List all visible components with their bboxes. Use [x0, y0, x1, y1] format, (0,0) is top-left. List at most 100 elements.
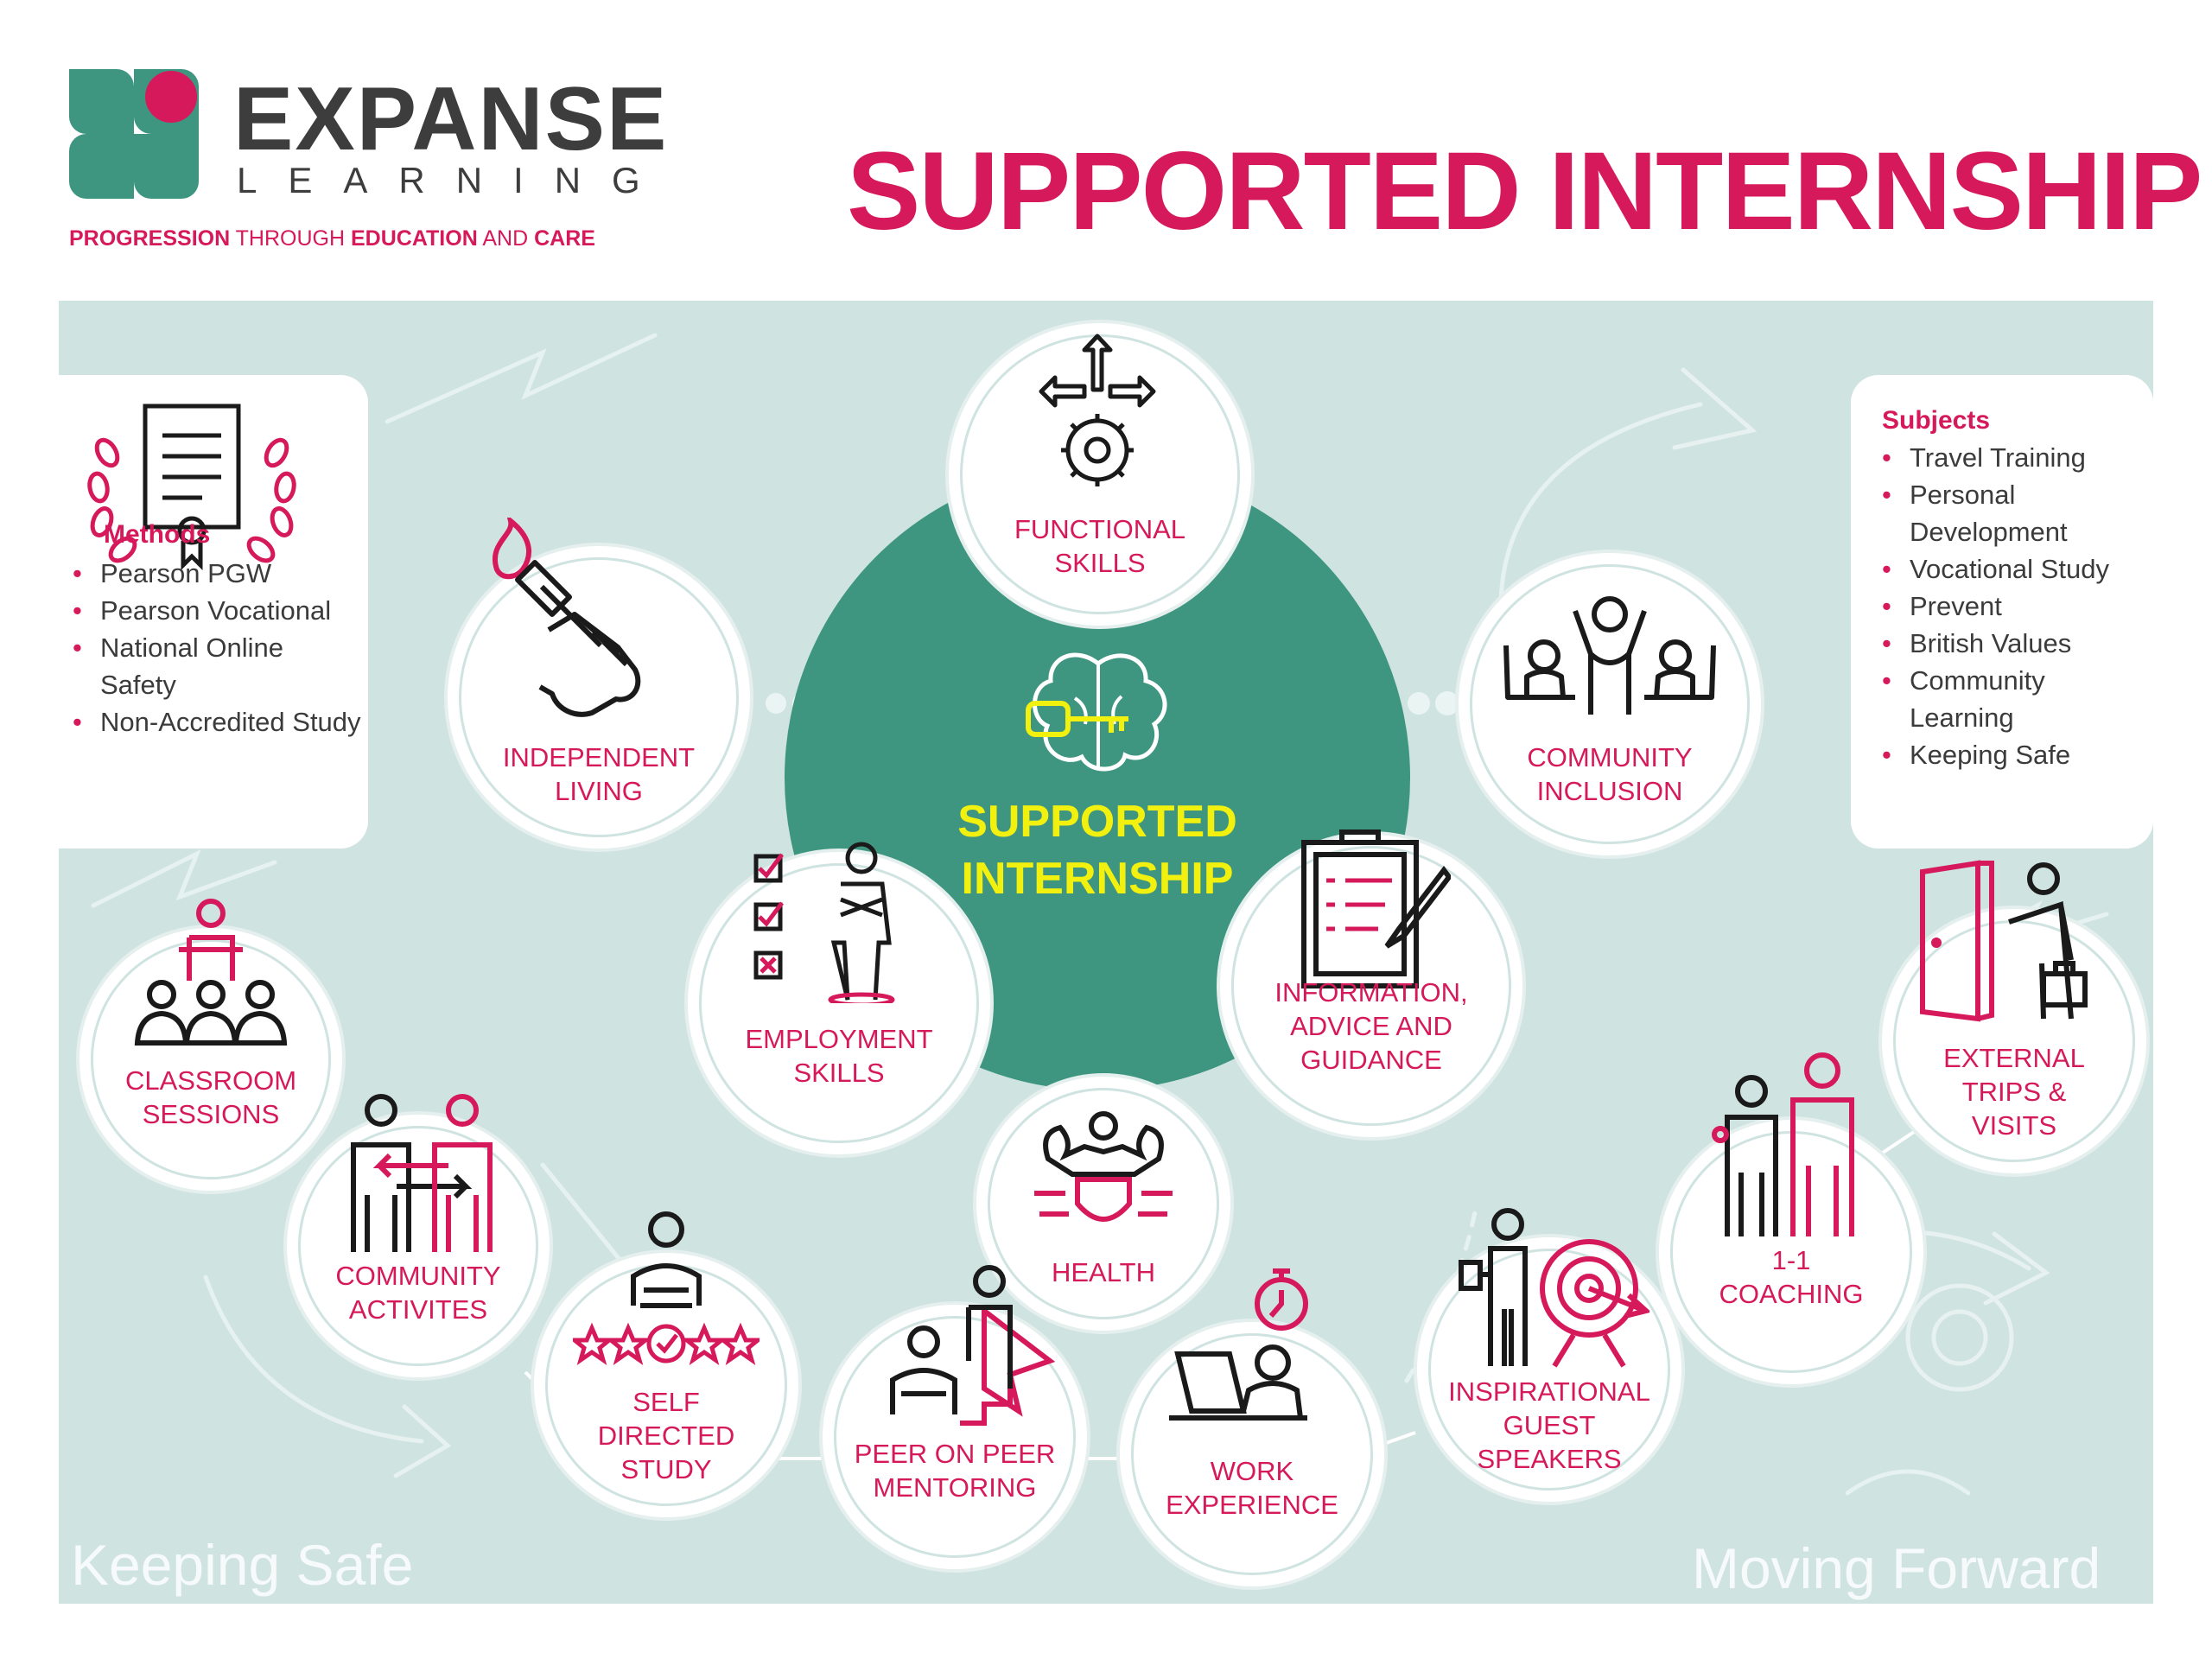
node-peer-mentoring: PEER ON PEER MENTORING [823, 1265, 1087, 1569]
node-label: 1-1 COACHING [1665, 1243, 1917, 1311]
node-label: INSPIRATIONAL GUEST SPEAKERS [1423, 1375, 1675, 1476]
node-label-line: INFORMATION, [1274, 977, 1468, 1007]
presenter-audience-icon [134, 899, 288, 1046]
list-item: Prevent [1878, 588, 2146, 625]
node-coaching: 1-1 COACHING [1659, 1052, 1923, 1384]
list-item: Keeping Safe [1878, 736, 2146, 773]
people-celebrating-icon [1503, 596, 1716, 715]
node-label: EMPLOYMENT SKILLS [694, 1022, 984, 1090]
node-ring [988, 1088, 1219, 1319]
node-ring [91, 939, 331, 1179]
node-label-line: ACTIVITES [348, 1294, 488, 1325]
node-employment-skills: EMPLOYMENT SKILLS [688, 842, 990, 1154]
node-community-inclusion: COMMUNITY INCLUSION [1459, 553, 1761, 855]
list-item: Community Learning [1878, 662, 2146, 736]
speaker-target-icon [1459, 1208, 1649, 1368]
node-label: INDEPENDENT LIVING [454, 741, 744, 808]
node-label-line: FUNCTIONAL [1014, 514, 1186, 544]
hand-torch-icon [493, 518, 641, 717]
tagline-word: EDUCATION [351, 226, 478, 251]
node-inspirational-speakers: INSPIRATIONAL GUEST SPEAKERS [1417, 1208, 1681, 1502]
node-label-line: WORK [1210, 1456, 1294, 1486]
node-work-experience: WORK EXPERIENCE [1120, 1268, 1384, 1586]
node-health: HEALTH [976, 1077, 1230, 1331]
node-label-line: GUIDANCE [1300, 1045, 1442, 1075]
node-label-line: SKILLS [1054, 548, 1146, 578]
move-arrows-gear-icon [1039, 334, 1156, 486]
list-item: National Online Safety [69, 629, 363, 703]
methods-list: Pearson PGW Pearson Vocational National … [69, 555, 363, 741]
node-label: FUNCTIONAL SKILLS [955, 512, 1245, 580]
center-label: SUPPORTED INTERNSHIP [925, 793, 1270, 907]
node-ring [834, 1316, 1076, 1558]
node-label-line: SPEAKERS [1477, 1444, 1622, 1474]
watermark-left: Keeping Safe [71, 1533, 414, 1597]
node-label-line: CLASSROOM [124, 1065, 297, 1096]
brain-key-icon [1026, 652, 1167, 772]
node-ring [1470, 564, 1750, 844]
node-label-line: SKILLS [793, 1058, 885, 1088]
tagline-word: CARE [534, 226, 595, 251]
node-label-line: HEALTH [1051, 1257, 1155, 1287]
subjects-title: Subjects [1882, 406, 1991, 435]
tagline-word: AND [482, 226, 529, 251]
node-label-line: PEER ON PEER [854, 1439, 1056, 1469]
node-functional-skills: FUNCTIONAL SKILLS [949, 323, 1251, 626]
node-label: HEALTH [982, 1255, 1224, 1289]
node-label-line: SESSIONS [142, 1099, 280, 1129]
node-information-advice: INFORMATION, ADVICE AND GUIDANCE [1220, 830, 1522, 1137]
node-label-line: STUDY [620, 1454, 712, 1484]
brand-sub: LEARNING [237, 160, 671, 200]
node-label-line: EMPLOYMENT [745, 1024, 933, 1054]
list-item: Travel Training [1878, 439, 2146, 476]
node-label: INFORMATION, ADVICE AND GUIDANCE [1226, 976, 1516, 1077]
node-classroom-sessions: CLASSROOM SESSIONS [79, 899, 342, 1191]
page-title: SUPPORTED INTERNSHIP [847, 130, 2202, 253]
list-item: Personal Development [1878, 476, 2146, 550]
methods-box: Methods Pearson PGW Pearson Vocational N… [35, 375, 368, 849]
watermark-right: Moving Forward [1692, 1536, 2101, 1600]
center-label-line: SUPPORTED [957, 797, 1237, 847]
node-label: EXTERNAL TRIPS & VISITS [1888, 1041, 2140, 1142]
subjects-list: Travel Training Personal Development Voc… [1878, 439, 2146, 773]
node-label-line: LIVING [555, 776, 643, 806]
node-label-line: 1-1 [1771, 1245, 1811, 1275]
node-label-line: INDEPENDENT [502, 742, 696, 772]
node-label-line: INSPIRATIONAL [1448, 1376, 1650, 1407]
clipboard-pen-icon [1301, 830, 1451, 988]
door-exit-person-icon [1920, 860, 2088, 1022]
node-external-trips: EXTERNAL TRIPS & VISITS [1882, 860, 2146, 1173]
tagline: PROGRESSION THROUGH EDUCATION AND CARE [69, 226, 595, 251]
node-label: COMMUNITY INCLUSION [1465, 741, 1755, 808]
checklist-person-icon [753, 842, 895, 1003]
logo: EXPANSE LEARNING PROGRESSION THROUGH EDU… [69, 69, 666, 259]
brand-name: EXPANSE [233, 69, 669, 169]
node-label: COMMUNITY ACTIVITES [293, 1259, 543, 1326]
node-independent-living: INDEPENDENT LIVING [448, 518, 750, 849]
node-label-line: EXTERNAL [1943, 1043, 2085, 1073]
node-label-line: COACHING [1719, 1279, 1864, 1309]
mentor-cape-icon [890, 1265, 1056, 1426]
node-label-line: TRIPS & [1961, 1077, 2067, 1107]
node-ring [459, 557, 739, 837]
node-label-line: INCLUSION [1536, 776, 1683, 806]
center-label-line: INTERNSHIP [961, 854, 1234, 904]
node-ring [960, 334, 1240, 614]
node-label-line: DIRECTED [597, 1421, 735, 1451]
list-item: Non-Accredited Study [69, 703, 363, 741]
node-label-line: EXPERIENCE [1166, 1490, 1338, 1520]
node-ring [298, 1126, 538, 1366]
list-item: Pearson Vocational [69, 592, 363, 629]
laptop-stopwatch-icon [1169, 1268, 1308, 1421]
node-label-line: COMMUNITY [335, 1261, 501, 1291]
node-ring [1428, 1249, 1670, 1491]
people-exchange-icon [351, 1094, 493, 1252]
list-item: Vocational Study [1878, 550, 2146, 588]
adult-child-icon [1712, 1052, 1854, 1236]
expanse-logo-mark-icon [69, 69, 199, 199]
node-label: PEER ON PEER MENTORING [829, 1437, 1081, 1504]
stars-rating-person-icon [573, 1211, 760, 1366]
node-label: WORK EXPERIENCE [1126, 1454, 1378, 1522]
node-label: CLASSROOM SESSIONS [86, 1064, 336, 1131]
list-item: Pearson PGW [69, 555, 363, 592]
